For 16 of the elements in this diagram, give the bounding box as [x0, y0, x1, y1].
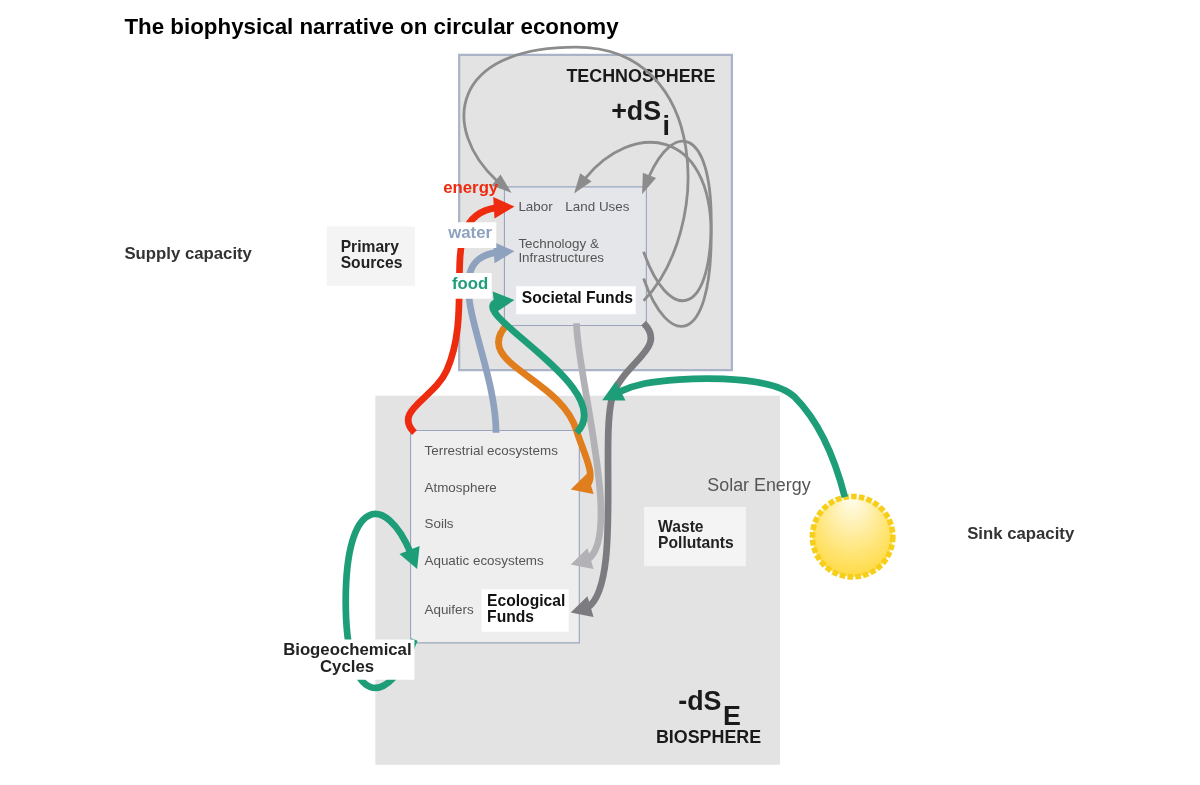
arrow: [574, 141, 713, 328]
edge-label: water: [448, 223, 492, 243]
edge-label: Biogeochemical Cycles: [283, 640, 412, 676]
arrow: [570, 321, 655, 618]
label: Supply capacity: [124, 243, 252, 263]
diagram-title: The biophysical narrative on circular economy: [124, 13, 619, 39]
arrow: [489, 291, 587, 435]
edge-label: energy: [443, 178, 499, 197]
arrow: [570, 323, 605, 570]
arrow: [465, 241, 515, 433]
node-picture: [809, 493, 896, 580]
label: Sink capacity: [967, 524, 1075, 544]
arrow: [602, 375, 849, 498]
node-label: Solar Energy: [707, 474, 811, 495]
edge-label: food: [451, 274, 489, 294]
arrow: [642, 139, 713, 302]
